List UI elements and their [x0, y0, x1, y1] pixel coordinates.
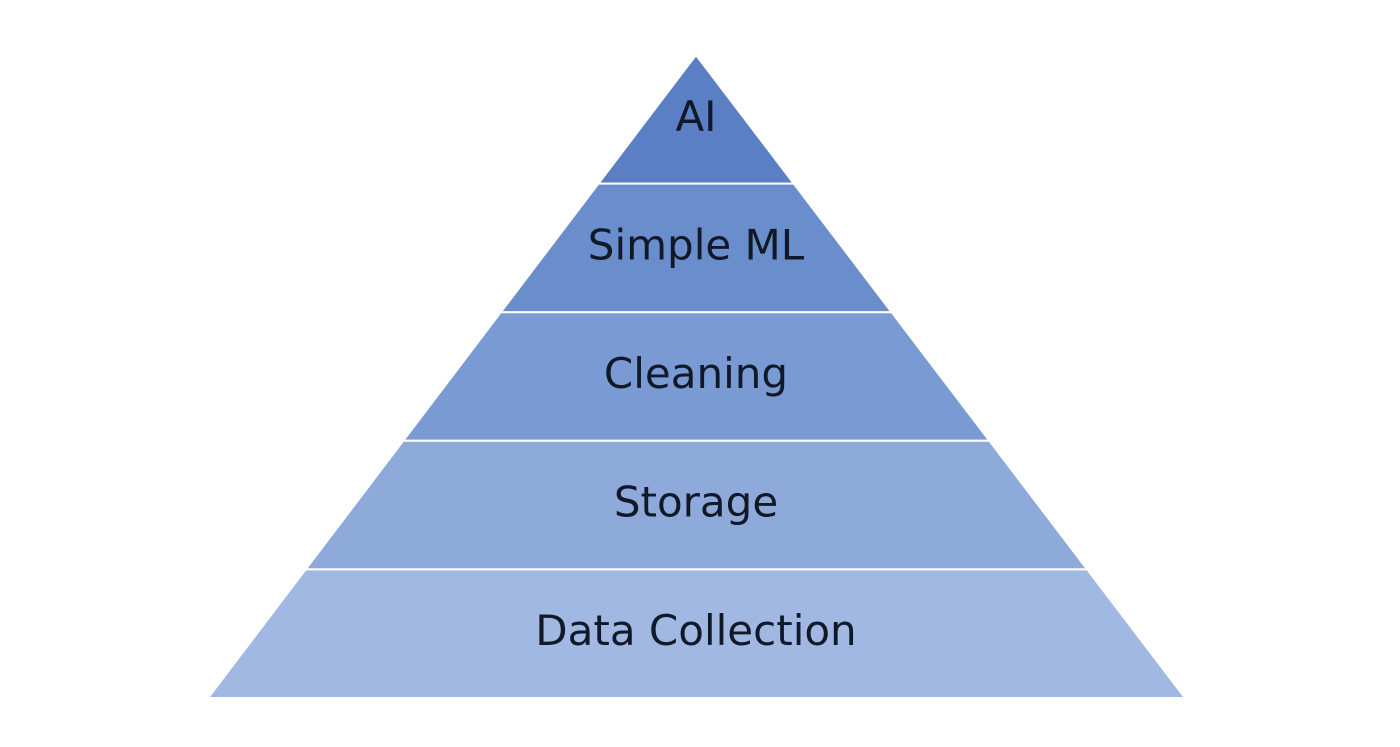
tier-shape-data-collection: [205, 568, 1188, 699]
pyramid-tier-simple-ml: Simple ML: [498, 182, 894, 314]
pyramid-tier-storage: Storage: [303, 439, 1090, 571]
pyramid-tier-ai: AI: [596, 53, 796, 185]
tier-label-cleaning: Cleaning: [604, 349, 788, 398]
tier-label-data-collection: Data Collection: [535, 606, 856, 655]
tier-label-storage: Storage: [614, 478, 778, 527]
tier-label-ai: AI: [675, 92, 716, 141]
tier-label-simple-ml: Simple ML: [588, 220, 805, 269]
pyramid-tier-data-collection: Data Collection: [205, 568, 1188, 699]
pyramid-tier-cleaning: Cleaning: [401, 311, 992, 442]
